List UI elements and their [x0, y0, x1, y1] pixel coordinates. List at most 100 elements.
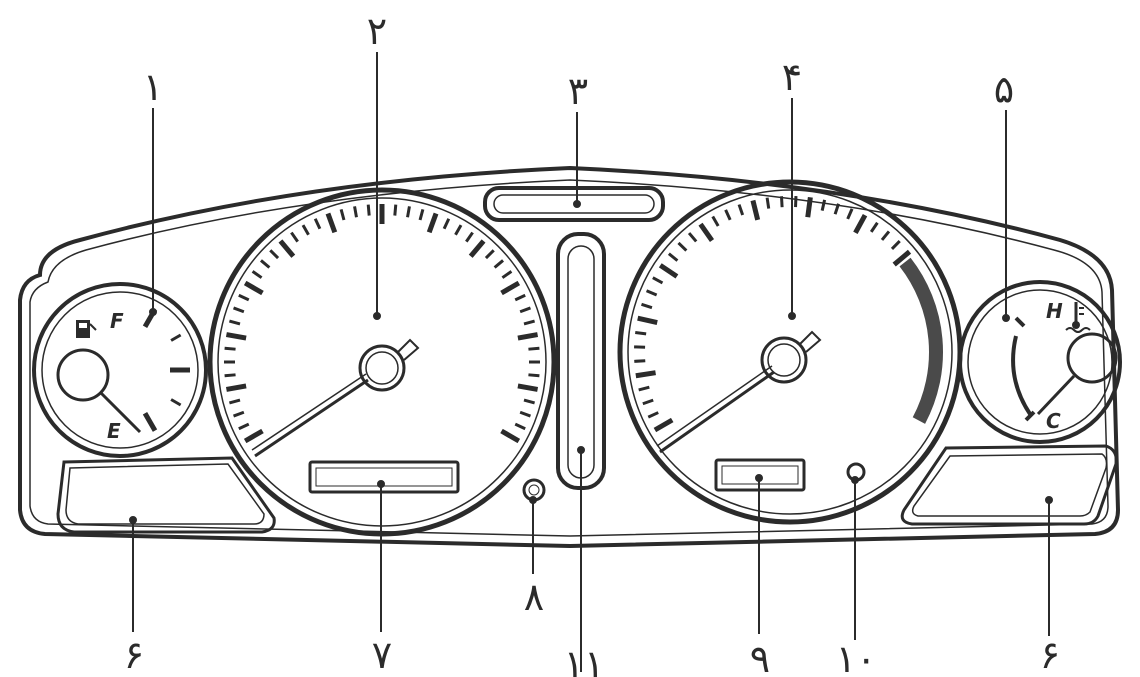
speedometer-tick [514, 422, 526, 431]
speedometer-tick [418, 208, 425, 221]
tachometer-tick [853, 214, 868, 234]
speedometer-tick [501, 270, 513, 279]
callout-10: ۱۰ [836, 637, 877, 677]
callout-2: ۲ [367, 9, 387, 53]
tachometer-tick [647, 411, 659, 419]
speedometer-tick [325, 212, 338, 234]
callout-5: ۵ [994, 67, 1014, 111]
temp-scale-arc [1011, 335, 1032, 416]
fuel-gauge-ticks [142, 308, 190, 432]
tachometer-tick [635, 330, 647, 336]
speedometer-tick [243, 280, 264, 296]
tachometer-tick [880, 230, 891, 241]
speedometer-tick [224, 346, 236, 351]
speedometer-tick [484, 249, 495, 260]
temp-needle [1036, 374, 1076, 416]
speedometer-tick [366, 204, 371, 216]
speedometer-tick [519, 306, 531, 314]
tachometer-tick [820, 199, 827, 211]
callout-6-left: ۶ [124, 633, 144, 677]
speedometer-tick [301, 224, 310, 236]
temp-needle-hub [1066, 332, 1118, 384]
tachometer-tick [779, 196, 784, 208]
speedometer-tick [353, 206, 358, 218]
speedometer-tick [225, 332, 247, 341]
speedometer-tick [500, 280, 521, 296]
speedometer-tick [454, 224, 463, 236]
fuel-needle-hub [56, 348, 110, 402]
tachometer-tick [805, 197, 813, 218]
speedometer-tick [278, 239, 296, 258]
top-display-window [483, 186, 665, 222]
tachometer [617, 179, 963, 525]
speedometer-tick [465, 231, 474, 243]
speedometer-tick [251, 270, 263, 279]
tachometer-tick [833, 203, 840, 215]
speedometer-tick [442, 218, 451, 230]
speedometer-needle [254, 378, 369, 458]
speedometer-tick [523, 319, 536, 326]
tachometer-tick [869, 221, 879, 233]
tachometer-tick [698, 222, 715, 243]
cluster-housing [18, 165, 1121, 549]
speedometer-tick [528, 373, 540, 378]
tachometer-needle [659, 370, 775, 454]
speedometer-tick [238, 293, 250, 302]
temperature-gauge: H C [958, 280, 1122, 444]
tachometer-tick [765, 197, 771, 209]
tachometer-tick [635, 370, 656, 379]
speedometer-tick [528, 346, 540, 351]
tachometer-tick [750, 199, 761, 221]
callout-8: ۸ [524, 575, 544, 619]
speedometer-tick [228, 398, 241, 405]
speedometer-tick [426, 212, 439, 234]
fuel-tick [142, 412, 158, 432]
tachometer-tick [634, 359, 646, 363]
speedometer-tick [468, 239, 486, 258]
speedometer-tick [269, 249, 280, 260]
speedometer-tick [225, 383, 247, 392]
speedometer-tick [224, 373, 236, 378]
temp-hot-label: H [1046, 299, 1063, 323]
speedometer-tick [228, 319, 241, 326]
speedometer-tick [519, 410, 531, 418]
speedometer-tick [233, 410, 245, 418]
callout-1: ۱ [143, 65, 163, 109]
fuel-tick [170, 398, 182, 407]
tachometer-tick [687, 232, 698, 243]
callout-3: ۳ [568, 69, 588, 113]
callout-6-right: ۶ [1040, 633, 1060, 677]
tachometer-tick [658, 263, 679, 279]
tachometer-tick [642, 398, 654, 406]
tachometer-tick [653, 417, 674, 433]
speedometer-tick [393, 204, 398, 216]
tachometer-tick [724, 209, 732, 221]
speedometer-tick [238, 422, 250, 431]
tachometer-tick [641, 302, 653, 310]
speedometer-needle-hub [358, 344, 406, 392]
tachometer-ticks [634, 196, 912, 433]
tachometer-tick [890, 240, 901, 250]
tachometer-tick [652, 276, 664, 285]
tachometer-tick [638, 385, 650, 392]
tachometer-tick [637, 315, 658, 326]
tachometer-tick [667, 252, 679, 262]
speedometer-tick [313, 218, 322, 230]
warning-panel-left [56, 456, 276, 534]
speedometer-tick [517, 383, 539, 392]
temp-cold-label: C [1046, 409, 1061, 433]
tachometer-tick [846, 208, 854, 220]
tachometer-needle-hub [760, 336, 808, 384]
cluster-housing-inner [29, 179, 1109, 537]
speedometer-tick [290, 231, 299, 243]
callout-9: ۹ [750, 637, 770, 677]
fuel-full-label: F [110, 309, 124, 333]
callout-4: ۴ [782, 55, 802, 99]
speedometer-tick [493, 259, 504, 269]
tachometer-tick [711, 215, 720, 227]
tachometer-redzone [899, 257, 943, 424]
warning-panel-right [900, 444, 1118, 526]
tachometer-tick [645, 289, 658, 297]
speedometer-tick [514, 293, 526, 302]
speedometer-tick [500, 428, 521, 444]
